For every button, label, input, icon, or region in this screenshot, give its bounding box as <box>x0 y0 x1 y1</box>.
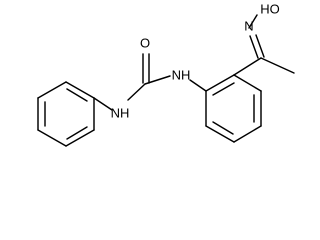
amide-nh-left-label: NH <box>111 105 130 120</box>
left-ring-bond-1 <box>65 81 95 99</box>
left-ring-inner-bond-a <box>66 88 88 102</box>
right-ring-inner-bond-a <box>212 82 235 96</box>
left-ring-bond-6 <box>37 81 67 99</box>
right-ring-inner-bond-c <box>212 121 234 135</box>
right-ring-bond-4 <box>233 125 262 143</box>
oxime-n-label: N <box>244 18 253 33</box>
left-ring-bond-3 <box>65 129 95 147</box>
oxime-n-to-o-bond <box>248 14 258 29</box>
oxime-carbon-to-methyl-bond <box>260 57 295 74</box>
right-ring-bond-2 <box>233 74 262 92</box>
phenyl-to-nh-bond <box>93 97 113 111</box>
chemical-structure-diagram: HO N O NH NH <box>37 1 295 147</box>
right-phenyl-ring <box>205 74 262 143</box>
nh-to-carbonyl-bond <box>127 83 146 101</box>
amide-nh-right-label: NH <box>172 67 191 82</box>
ring-to-oxime-carbon-bond <box>233 57 262 76</box>
left-ring-inner-bond-b <box>66 126 88 140</box>
oxime-side-chain <box>233 14 295 76</box>
oxime-double-bond-a <box>249 35 259 59</box>
oxime-double-bond-b <box>255 34 265 58</box>
left-phenyl-ring <box>37 81 95 147</box>
right-ring-bond-1 <box>205 74 235 92</box>
right-nh-to-ring-bond <box>189 79 207 92</box>
chemical-structure-canvas: HO N O NH NH <box>37 1 295 147</box>
oxime-ho-label: HO <box>260 1 280 16</box>
carbonyl-o-label: O <box>140 35 150 50</box>
urea-linker <box>93 53 207 111</box>
right-ring-bond-5 <box>205 125 235 143</box>
left-ring-bond-4 <box>37 129 67 147</box>
